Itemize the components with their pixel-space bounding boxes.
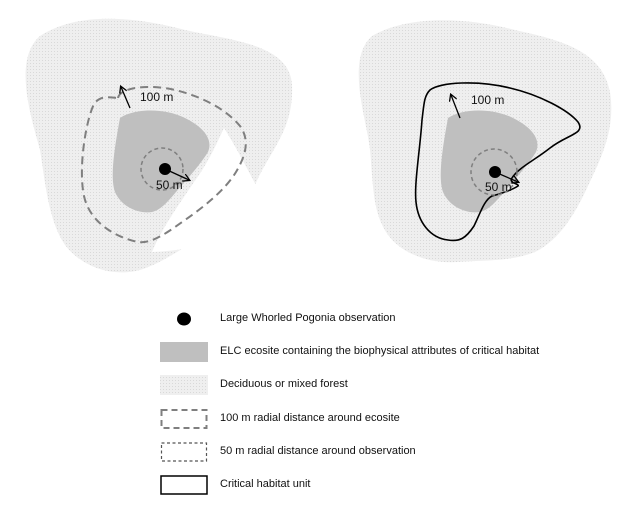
label-100m: 100 m xyxy=(140,90,173,104)
solid-outline-icon xyxy=(160,475,208,495)
legend-label: 50 m radial distance around observation xyxy=(220,444,416,457)
legend-label: 100 m radial distance around ecosite xyxy=(220,411,400,424)
radial-50m-observation xyxy=(470,148,518,196)
legend: Large Whorled Pogonia observation ELC ec… xyxy=(160,306,620,505)
arrow-50m xyxy=(494,171,518,182)
legend-item-50m: 50 m radial distance around observation xyxy=(160,439,620,472)
arrow-50m xyxy=(164,168,189,180)
label-50m: 50 m xyxy=(156,178,183,192)
forest-fill-icon xyxy=(160,375,208,396)
left-map: 100 m 50 m xyxy=(25,18,293,273)
label-50m: 50 m xyxy=(485,180,512,194)
legend-label: Critical habitat unit xyxy=(220,477,311,490)
legend-item-100m: 100 m radial distance around ecosite xyxy=(160,406,620,439)
legend-item-ecosite: ELC ecosite containing the biophysical a… xyxy=(160,339,620,372)
white-clearing xyxy=(152,128,266,252)
legend-item-forest: Deciduous or mixed forest xyxy=(160,372,620,405)
dashed-short-icon xyxy=(160,442,208,462)
arrow-100m xyxy=(121,87,131,109)
radial-50m-observation xyxy=(140,147,184,191)
right-map: 100 m 50 m xyxy=(358,20,612,263)
radial-100m-ecosite xyxy=(80,85,247,244)
ecosite-area xyxy=(440,110,538,213)
observation-dot-icon xyxy=(177,312,191,326)
legend-item-observation: Large Whorled Pogonia observation xyxy=(160,306,620,339)
dashed-long-icon xyxy=(160,408,208,429)
legend-label: Large Whorled Pogonia observation xyxy=(220,312,396,324)
arrow-100m xyxy=(451,95,461,119)
legend-label: Deciduous or mixed forest xyxy=(220,378,348,391)
ecosite-area xyxy=(112,110,210,213)
legend-item-critical-habitat: Critical habitat unit xyxy=(160,472,620,505)
label-100m: 100 m xyxy=(471,93,504,107)
legend-label: ELC ecosite containing the biophysical a… xyxy=(220,345,540,358)
ecosite-fill-icon xyxy=(160,342,208,363)
